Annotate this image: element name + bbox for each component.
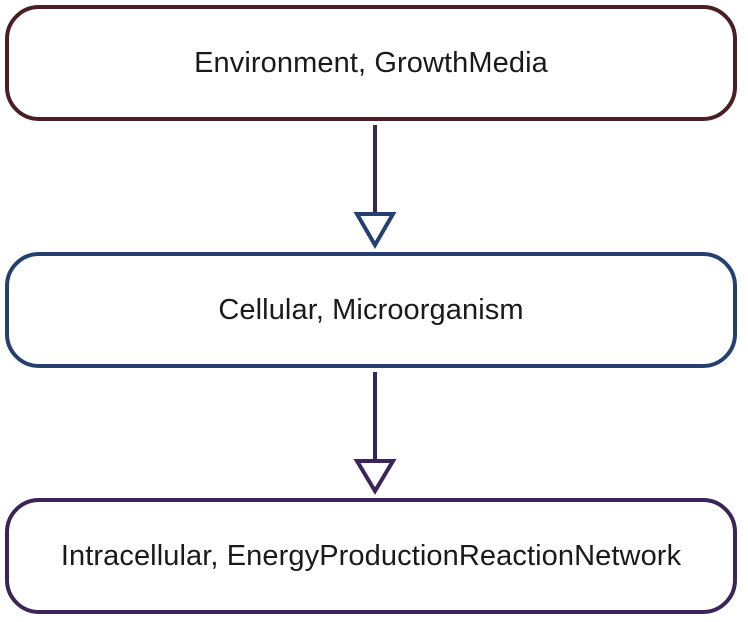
hollow-arrowhead-2-icon: [353, 459, 397, 495]
node-environment-label: Environment, GrowthMedia: [194, 46, 548, 79]
node-intracellular-label: Intracellular, EnergyProductionReactionN…: [60, 539, 682, 572]
edge-cellular-to-intracellular: [353, 372, 397, 495]
node-cellular-label: Cellular, Microorganism: [218, 293, 524, 326]
hollow-arrowhead-1-icon: [353, 212, 397, 249]
node-environment: Environment, GrowthMedia: [5, 5, 737, 121]
node-cellular: Cellular, Microorganism: [5, 252, 737, 368]
edge-environment-to-cellular: [353, 125, 397, 249]
node-intracellular: Intracellular, EnergyProductionReactionN…: [5, 498, 737, 614]
